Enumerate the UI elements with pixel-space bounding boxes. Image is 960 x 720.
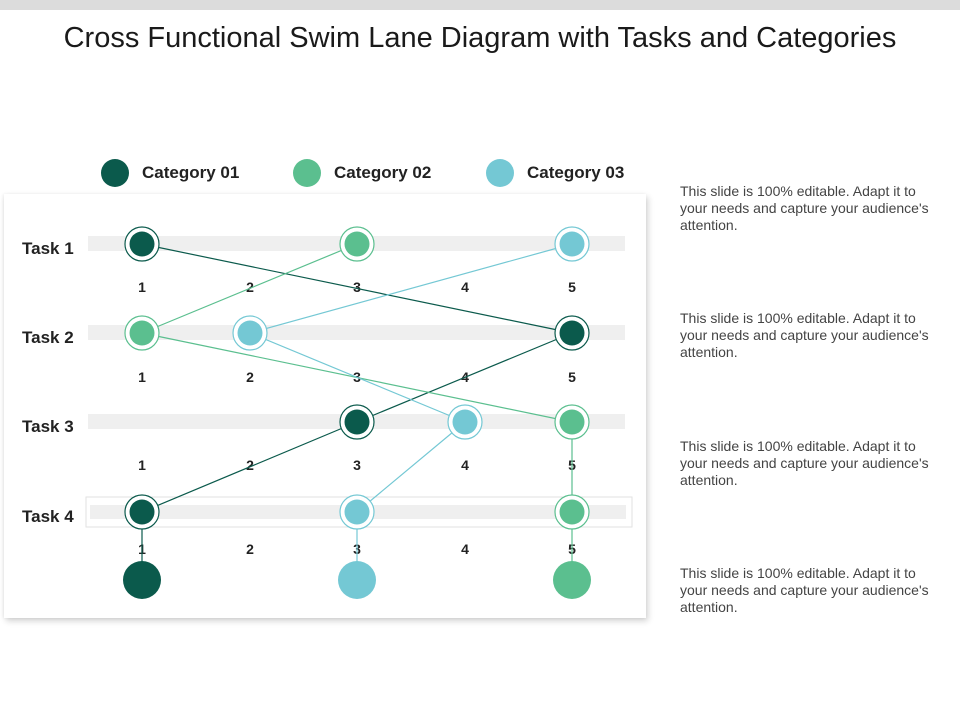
column-number: 5: [568, 279, 576, 295]
swim-lane-bar: [88, 325, 625, 340]
legend-category-03: Category 03: [486, 158, 624, 188]
column-number: 2: [246, 369, 254, 385]
node-category-3: [344, 499, 370, 525]
task-label: Task 2: [22, 328, 74, 347]
legend-label-category-01: Category 01: [142, 163, 240, 182]
legend-dot-category-03: [486, 159, 514, 187]
node-category-2: [344, 231, 370, 257]
column-number: 5: [568, 369, 576, 385]
legend-label-category-03: Category 03: [527, 163, 625, 182]
column-number: 1: [138, 279, 146, 295]
node-category-3: [559, 231, 585, 257]
column-number: 2: [246, 457, 254, 473]
end-node-category-3: [338, 561, 376, 599]
task-label: Task 1: [22, 239, 74, 258]
column-number: 2: [246, 541, 254, 557]
column-number: 4: [461, 457, 469, 473]
node-category-2: [559, 409, 585, 435]
node-category-1: [129, 499, 155, 525]
node-category-1: [129, 231, 155, 257]
column-number: 4: [461, 279, 469, 295]
node-category-2: [559, 499, 585, 525]
note-2: This slide is 100% editable. Adapt it to…: [680, 310, 929, 360]
legend-dot-category-02: [293, 159, 321, 187]
node-category-1: [344, 409, 370, 435]
connector-line-category-3: [248, 243, 573, 513]
legend-category-02: Category 02: [293, 158, 431, 188]
page-title: Cross Functional Swim Lane Diagram with …: [63, 22, 897, 54]
note-3: This slide is 100% editable. Adapt it to…: [680, 438, 929, 488]
note-4: This slide is 100% editable. Adapt it to…: [680, 565, 929, 615]
node-category-3: [237, 320, 263, 346]
task-label: Task 4: [22, 507, 74, 526]
column-number: 1: [138, 369, 146, 385]
column-number: 3: [353, 279, 361, 295]
legend-category-01: Category 01: [101, 158, 239, 188]
legend-dot-category-01: [101, 159, 129, 187]
legend-label-category-02: Category 02: [334, 163, 432, 182]
node-category-1: [559, 320, 585, 346]
column-number: 3: [353, 457, 361, 473]
top-bar: [0, 0, 960, 10]
task-label: Task 3: [22, 417, 74, 436]
note-1: This slide is 100% editable. Adapt it to…: [680, 183, 929, 233]
end-node-category-1: [123, 561, 161, 599]
column-number: 4: [461, 541, 469, 557]
column-number: 1: [138, 457, 146, 473]
connector-line-category-1: [141, 243, 575, 513]
column-number: 2: [246, 279, 254, 295]
node-category-2: [129, 320, 155, 346]
end-node-category-2: [553, 561, 591, 599]
node-category-3: [452, 409, 478, 435]
diagram-panel: [4, 194, 646, 618]
